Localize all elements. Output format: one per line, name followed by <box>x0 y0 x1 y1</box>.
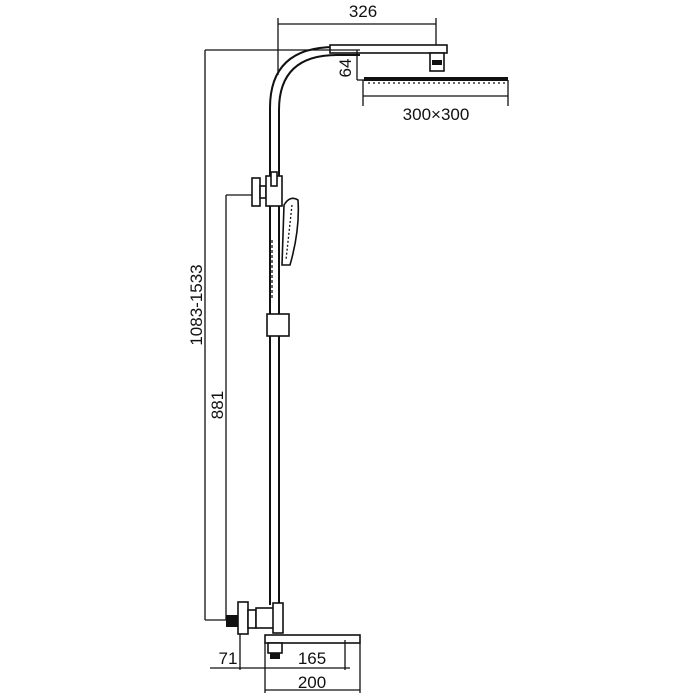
diverter-valve <box>251 171 283 207</box>
dimension-label-arm-reach: 326 <box>349 2 377 21</box>
dimension-head-size: 300×300 <box>362 80 509 124</box>
dimension-label-spout-total: 200 <box>298 673 326 692</box>
dimension-arm-reach: 326 <box>277 2 437 75</box>
dimension-label-valve-to-diverter: 881 <box>208 391 227 419</box>
dimension-valve-to-diverter: 881 <box>208 194 253 620</box>
shower-arm <box>269 44 448 175</box>
dimension-label-head-drop: 64 <box>336 59 355 78</box>
slide-bracket <box>266 313 290 337</box>
hand-shower <box>271 197 300 300</box>
dimension-label-total-height: 1083-1533 <box>187 264 206 345</box>
dimension-label-spout-length: 165 <box>298 649 326 668</box>
rain-shower-head <box>364 52 508 84</box>
dimension-head-drop: 64 <box>336 50 365 81</box>
dimension-label-valve-depth: 71 <box>219 649 238 668</box>
dimension-bottom: 71 165 200 <box>210 634 361 693</box>
thermostatic-mixer <box>226 601 361 659</box>
dimension-label-head-size: 300×300 <box>403 105 470 124</box>
